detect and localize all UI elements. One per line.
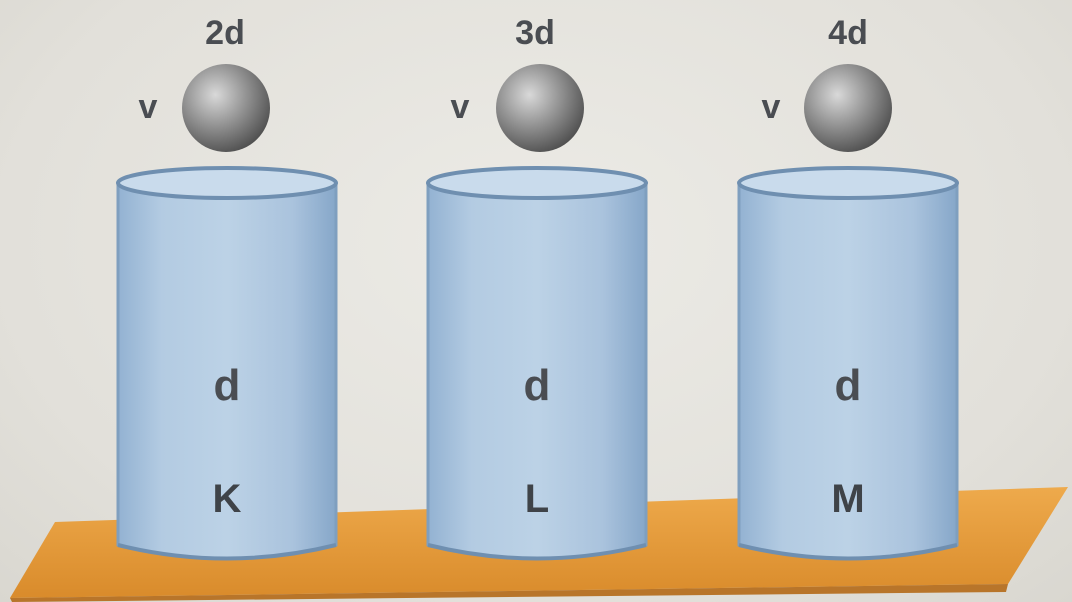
container-m-base	[738, 543, 958, 561]
ball-l-sphere	[496, 64, 584, 152]
container-l-liquid-density: d	[524, 361, 551, 410]
ball-m-density: 4d	[828, 14, 868, 52]
ball-m: 4d v	[762, 14, 892, 152]
container-l-rim	[426, 166, 648, 200]
ball-k-sphere	[182, 64, 270, 152]
container-k-base	[117, 543, 337, 561]
container-m-name: M	[831, 477, 864, 521]
container-m-rim	[737, 166, 959, 200]
container-l-base	[427, 543, 647, 561]
container-k-name: K	[213, 477, 242, 521]
container-l: d L	[426, 166, 648, 561]
container-k: d K	[116, 166, 338, 561]
ball-m-sphere	[804, 64, 892, 152]
ball-l-velocity: v	[451, 88, 470, 126]
ball-l: 3d v	[451, 14, 584, 152]
ball-k-density: 2d	[205, 14, 245, 52]
container-k-rim	[116, 166, 338, 200]
ball-l-density: 3d	[515, 14, 555, 52]
ball-k: 2d v	[139, 14, 270, 152]
shelf-edge	[10, 584, 1008, 602]
container-k-liquid-density: d	[214, 361, 241, 410]
container-l-name: L	[525, 477, 549, 521]
container-m-liquid-density: d	[835, 361, 862, 410]
ball-k-velocity: v	[139, 88, 158, 126]
container-m: d M	[737, 166, 959, 561]
ball-m-velocity: v	[762, 88, 781, 126]
